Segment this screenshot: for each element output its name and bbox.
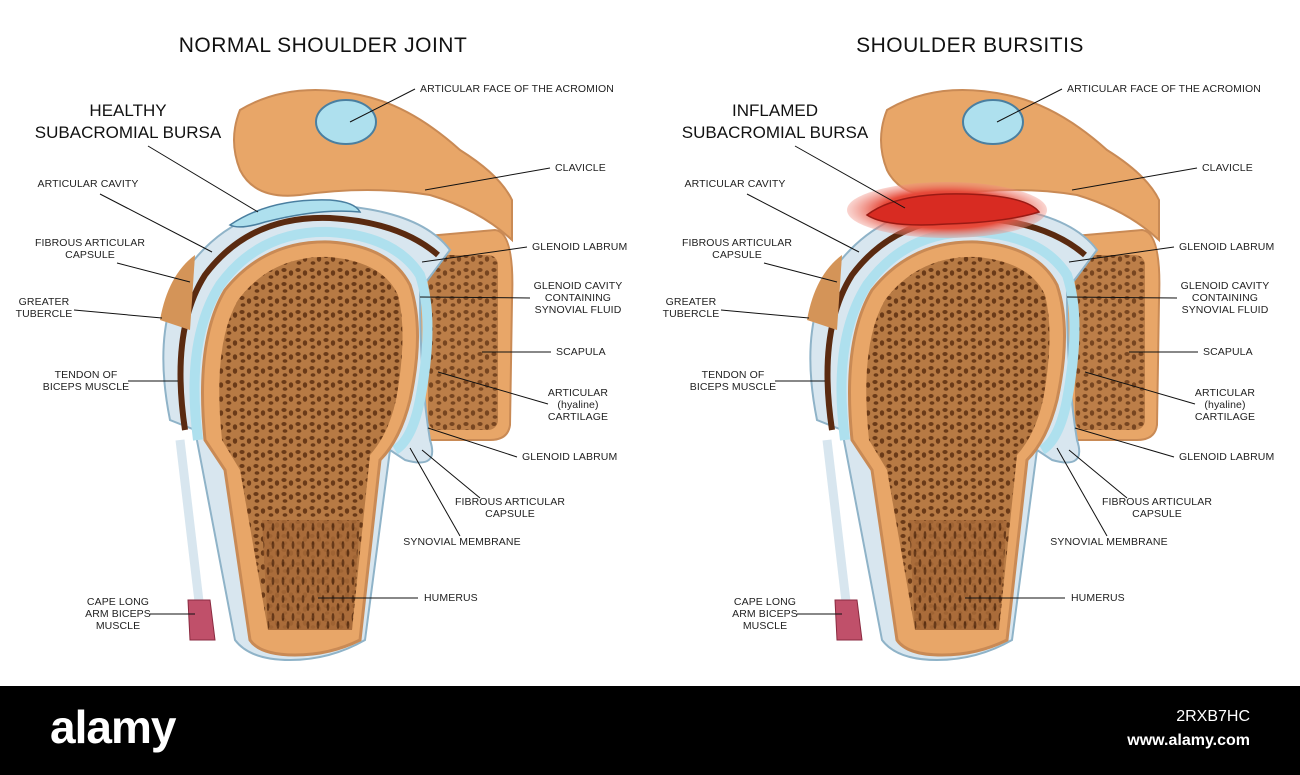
humerus-label: HUMERUS bbox=[1071, 592, 1125, 604]
greater-tubercle-label-2: TUBERCLE bbox=[16, 308, 73, 320]
acromion-articular-face bbox=[316, 100, 376, 144]
long-head-biceps-label-1: CAPE LONG bbox=[734, 596, 796, 608]
fibrous-capsule-label-a1: FIBROUS ARTICULAR bbox=[35, 237, 145, 249]
biceps-muscle bbox=[188, 600, 215, 640]
greater-tubercle bbox=[160, 255, 195, 330]
glenoid-cavity-label-2: CONTAINING bbox=[545, 292, 611, 304]
panel-title: SHOULDER BURSITIS bbox=[856, 34, 1084, 57]
hyaline-cartilage-label-3: CARTILAGE bbox=[548, 411, 608, 423]
articular-cavity-label: ARTICULAR CAVITY bbox=[38, 178, 139, 190]
hyaline-cartilage-label-1: ARTICULAR bbox=[548, 387, 609, 399]
fibrous-capsule-label-a2: CAPSULE bbox=[712, 249, 762, 261]
shoulder-illustration bbox=[807, 90, 1159, 660]
synovial-membrane-label: SYNOVIAL MEMBRANE bbox=[1050, 536, 1167, 548]
scapula-label: SCAPULA bbox=[556, 346, 606, 358]
glenoid-cavity-label-3: SYNOVIAL FLUID bbox=[1182, 304, 1269, 316]
stock-footer: alamy 2RXB7HC www.alamy.com bbox=[0, 686, 1300, 775]
hyaline-cartilage-label-1: ARTICULAR bbox=[1195, 387, 1256, 399]
synovial-membrane-label: SYNOVIAL MEMBRANE bbox=[403, 536, 520, 548]
glenoid-labrum-top-label: GLENOID LABRUM bbox=[532, 241, 627, 253]
fibrous-capsule-label-b2: CAPSULE bbox=[485, 508, 535, 520]
fibrous-capsule-label-b1: FIBROUS ARTICULAR bbox=[455, 496, 565, 508]
alamy-logo: alamy bbox=[50, 700, 175, 754]
humerus-shaft-texture bbox=[909, 520, 1007, 630]
scapula-spongy bbox=[1075, 255, 1145, 430]
greater-tubercle-label-1: GREATER bbox=[666, 296, 717, 308]
acromion-articular-face bbox=[963, 100, 1023, 144]
biceps-tendon-label-1: TENDON OF bbox=[702, 369, 765, 381]
long-head-biceps-label-3: MUSCLE bbox=[743, 620, 787, 632]
biceps-tendon bbox=[827, 440, 847, 610]
biceps-tendon-label-1: TENDON OF bbox=[55, 369, 118, 381]
clavicle-label: CLAVICLE bbox=[1202, 162, 1253, 174]
bursitis-shoulder-panel: SHOULDER BURSITIS INFLAMED SUBACROMIAL B… bbox=[663, 34, 1275, 660]
scapula-spongy bbox=[428, 255, 498, 430]
image-id: 2RXB7HC bbox=[1176, 708, 1250, 726]
clavicle-label: CLAVICLE bbox=[555, 162, 606, 174]
long-head-biceps-label-1: CAPE LONG bbox=[87, 596, 149, 608]
greater-tubercle bbox=[807, 255, 842, 330]
panel-title: NORMAL SHOULDER JOINT bbox=[179, 34, 468, 57]
scapula-label: SCAPULA bbox=[1203, 346, 1253, 358]
normal-shoulder-panel: NORMAL SHOULDER JOINT bbox=[16, 34, 628, 660]
fibrous-capsule-label-b2: CAPSULE bbox=[1132, 508, 1182, 520]
glenoid-labrum-bottom-label: GLENOID LABRUM bbox=[522, 451, 617, 463]
hyaline-cartilage-label-3: CARTILAGE bbox=[1195, 411, 1255, 423]
hyaline-cartilage-label-2: (hyaline) bbox=[1204, 399, 1245, 411]
acromion-face-label: ARTICULAR FACE OF THE ACROMION bbox=[1067, 83, 1261, 95]
bursa-label-line1: HEALTHY bbox=[89, 101, 166, 120]
fibrous-capsule-label-b1: FIBROUS ARTICULAR bbox=[1102, 496, 1212, 508]
humerus-shaft-texture bbox=[262, 520, 360, 630]
long-head-biceps-label-2: ARM BICEPS bbox=[732, 608, 798, 620]
glenoid-labrum-top-label: GLENOID LABRUM bbox=[1179, 241, 1274, 253]
articular-cavity-label: ARTICULAR CAVITY bbox=[685, 178, 786, 190]
long-head-biceps-label-2: ARM BICEPS bbox=[85, 608, 151, 620]
humerus-label: HUMERUS bbox=[424, 592, 478, 604]
bursa-label-line2: SUBACROMIAL BURSA bbox=[35, 123, 222, 142]
hyaline-cartilage-label-2: (hyaline) bbox=[557, 399, 598, 411]
site-url: www.alamy.com bbox=[1127, 732, 1250, 750]
acromion-face-label: ARTICULAR FACE OF THE ACROMION bbox=[420, 83, 614, 95]
glenoid-labrum-bottom-label: GLENOID LABRUM bbox=[1179, 451, 1274, 463]
glenoid-cavity-label-1: GLENOID CAVITY bbox=[1181, 280, 1270, 292]
fibrous-capsule-label-a2: CAPSULE bbox=[65, 249, 115, 261]
glenoid-cavity-label-3: SYNOVIAL FLUID bbox=[535, 304, 622, 316]
biceps-tendon-label-2: BICEPS MUSCLE bbox=[43, 381, 130, 393]
glenoid-cavity-label-2: CONTAINING bbox=[1192, 292, 1258, 304]
greater-tubercle-label-1: GREATER bbox=[19, 296, 70, 308]
greater-tubercle-label-2: TUBERCLE bbox=[663, 308, 720, 320]
long-head-biceps-label-3: MUSCLE bbox=[96, 620, 140, 632]
fibrous-capsule-label-a1: FIBROUS ARTICULAR bbox=[682, 237, 792, 249]
bursa-label-line1: INFLAMED bbox=[732, 101, 818, 120]
glenoid-cavity-label-1: GLENOID CAVITY bbox=[534, 280, 623, 292]
diagram-svg: NORMAL SHOULDER JOINT bbox=[0, 0, 1300, 686]
biceps-muscle bbox=[835, 600, 862, 640]
biceps-tendon-label-2: BICEPS MUSCLE bbox=[690, 381, 777, 393]
shoulder-illustration bbox=[160, 90, 512, 660]
biceps-tendon bbox=[180, 440, 200, 610]
bursa-label-line2: SUBACROMIAL BURSA bbox=[682, 123, 869, 142]
